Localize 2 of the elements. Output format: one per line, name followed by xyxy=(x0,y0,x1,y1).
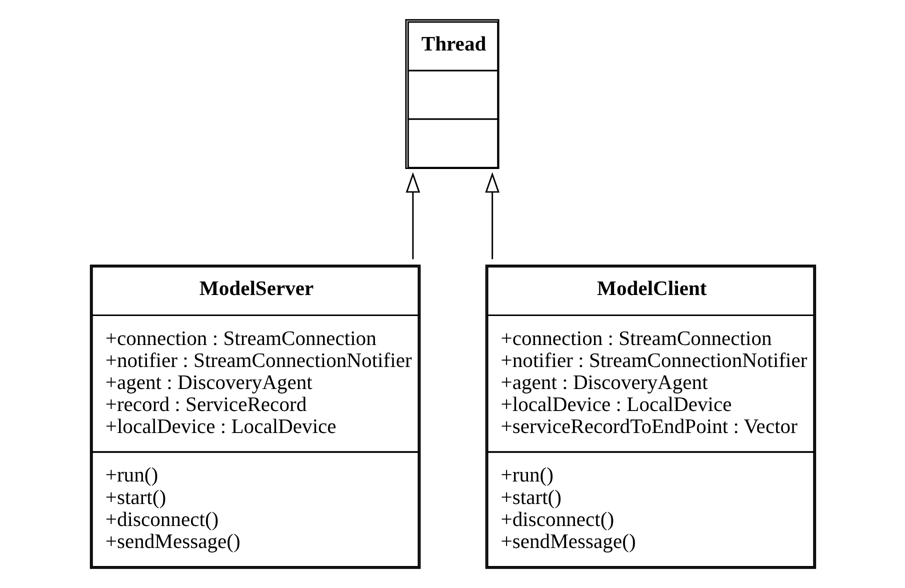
arrow xyxy=(405,172,420,260)
arrow xyxy=(484,172,500,260)
